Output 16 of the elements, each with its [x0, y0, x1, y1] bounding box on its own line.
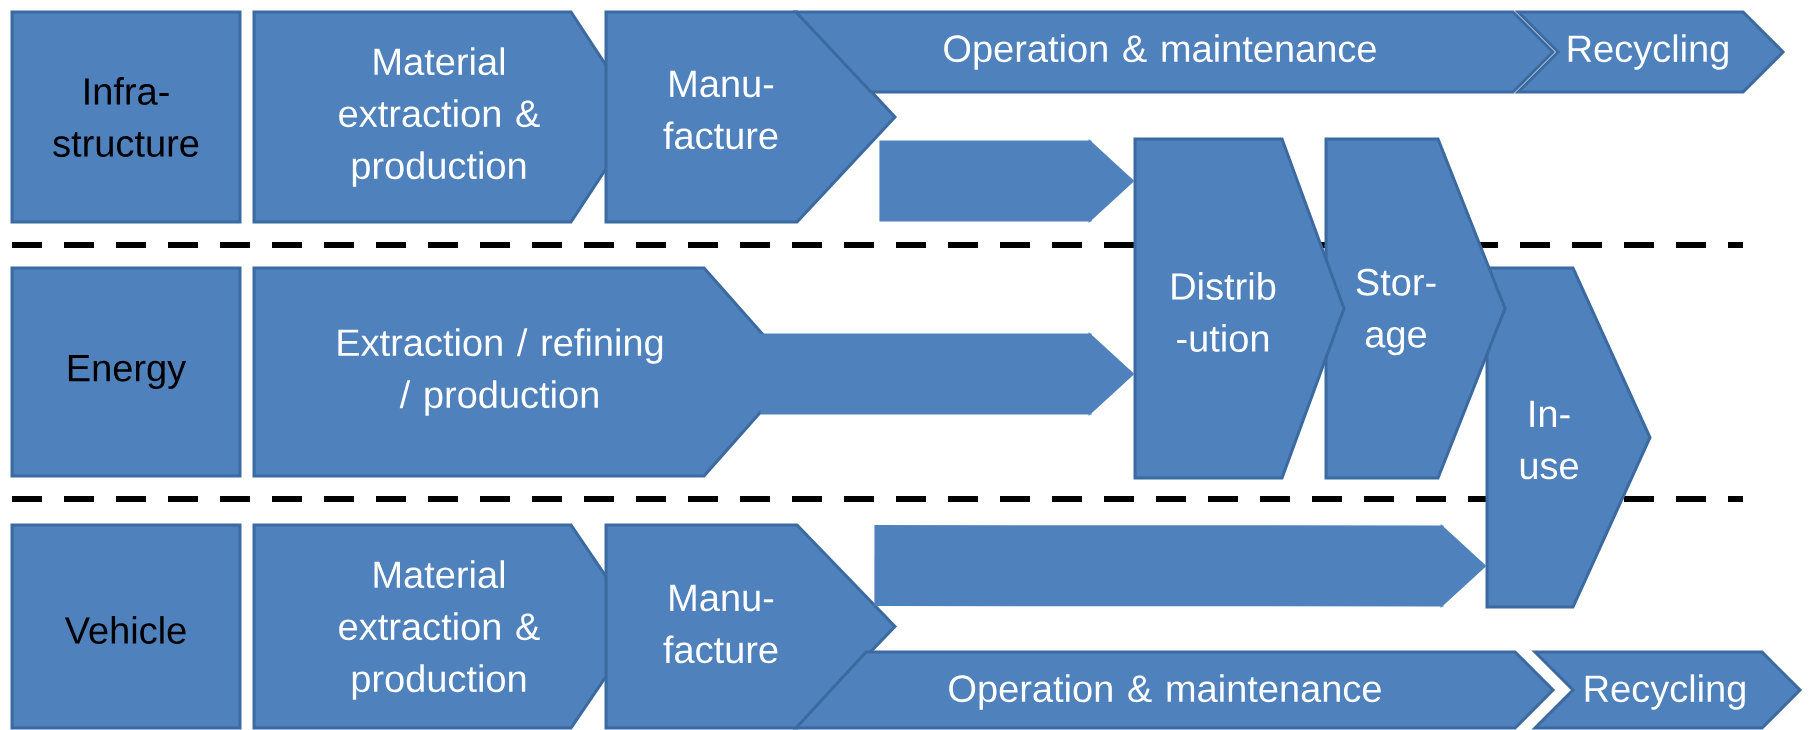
stage-box: Extraction / refining / production [252, 266, 798, 478]
stage-box: Material extraction & production [252, 10, 642, 224]
stage-box: Stor- age [1324, 137, 1507, 480]
row-label-box: Energy [10, 266, 242, 478]
row-label-box: Vehicle [10, 523, 242, 730]
stage-box: In- use [1485, 266, 1652, 609]
stage-box: Material extraction & production [252, 523, 642, 730]
stage-box: Recycling [1514, 10, 1786, 94]
stage-box: Recycling [1531, 650, 1803, 730]
node-label: Manu- facture [663, 584, 778, 664]
stage-box: Manu- facture [604, 523, 898, 730]
node-label: Recycling [1568, 34, 1728, 70]
node-label: Operation & maintenance [949, 674, 1381, 710]
row-label-box: Infra- structure [10, 10, 242, 224]
stage-box: Manu- facture [604, 10, 898, 224]
stage-box: Distrib -ution [1133, 137, 1346, 480]
